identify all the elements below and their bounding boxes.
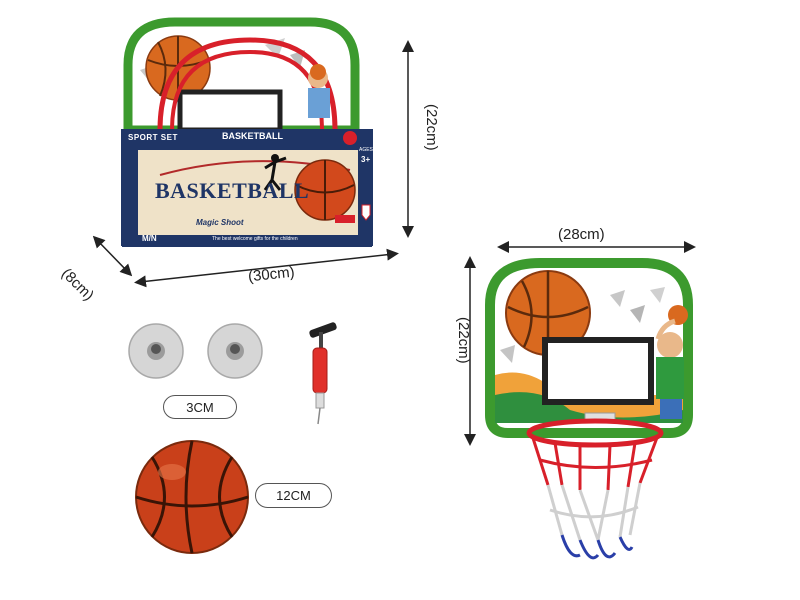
box-title: BASKETBALL: [155, 178, 310, 203]
box-height-label: (22cm): [423, 104, 440, 151]
board-width-label: (28cm): [558, 226, 605, 243]
box-side-title: BASKETBALL: [222, 131, 283, 141]
air-pump-icon: [309, 322, 337, 425]
box-tagline: The best welcome gifts for the children: [212, 236, 298, 242]
product-box-illustration: [121, 17, 373, 247]
age-value: 3+: [361, 155, 371, 164]
brand-logo: M/N: [142, 234, 157, 243]
basketball-illustration: [135, 440, 249, 554]
box-subtitle: Magic Shoot: [196, 218, 244, 227]
age-label: AGES: [359, 147, 373, 153]
ball-size-label: 12CM: [255, 483, 332, 508]
board-height-label: (22cm): [455, 317, 472, 364]
suction-cups-illustration: [128, 323, 263, 379]
backboard-illustration: [485, 258, 693, 560]
suction-cup-size-label: 3CM: [163, 395, 237, 419]
box-top-tag: SPORT SET: [128, 133, 178, 142]
